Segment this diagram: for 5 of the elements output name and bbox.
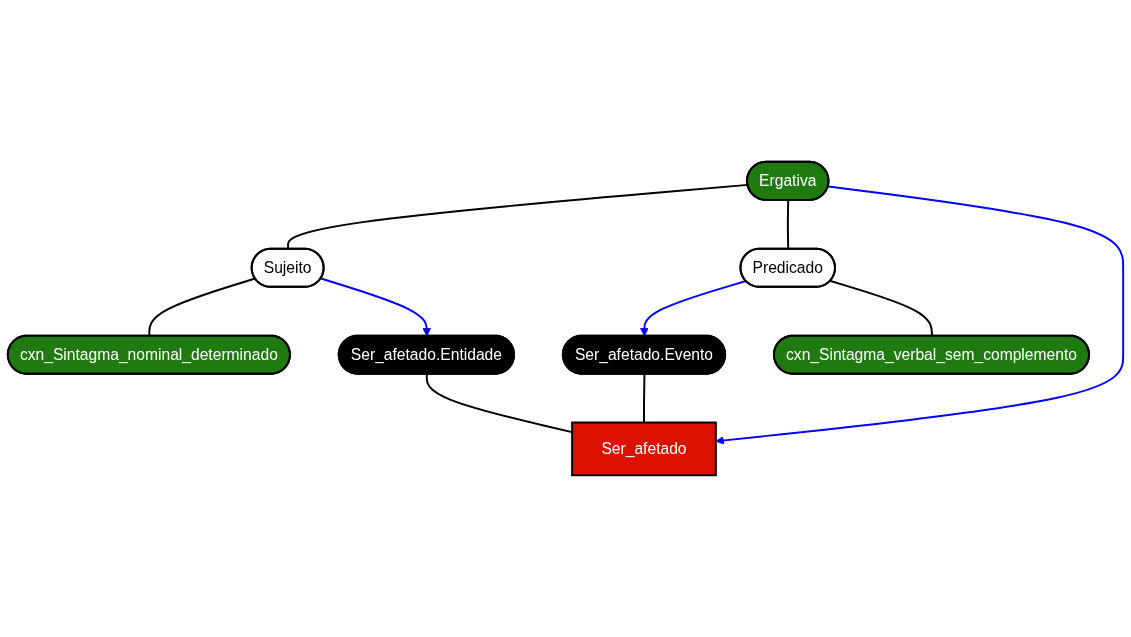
- connector: [643, 373, 646, 424]
- arrow: [320, 277, 431, 337]
- arrow: [715, 185, 1125, 445]
- arrow: [640, 280, 747, 337]
- node-box: Ser_afetado: [571, 421, 717, 477]
